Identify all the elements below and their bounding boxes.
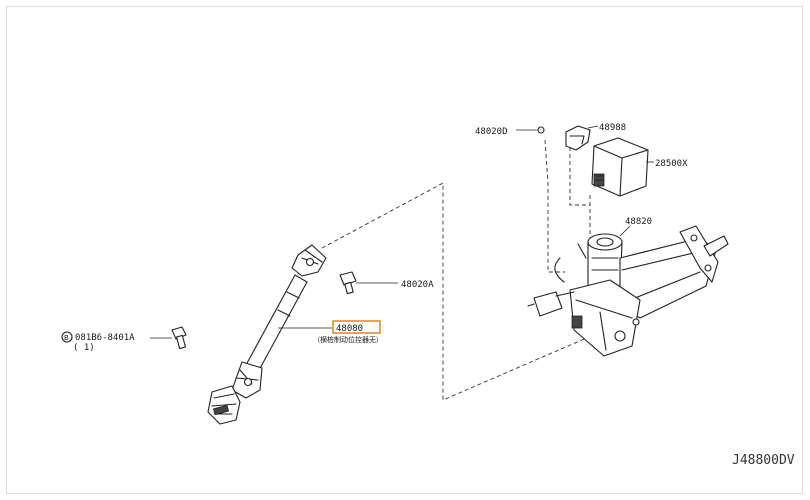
- diagram-code: J48800DV: [732, 453, 795, 468]
- connection-dashed-lines: [321, 139, 606, 401]
- label-48988: 48988: [599, 123, 626, 133]
- control-unit-28500x[interactable]: [591, 137, 654, 197]
- bracket-48988[interactable]: [565, 125, 599, 151]
- label-48020d: 48020D: [475, 127, 508, 137]
- bolt-circle-letter: B: [64, 334, 69, 342]
- label-48020a: 48020A: [401, 280, 434, 290]
- bolt-081b6-8401a[interactable]: [150, 326, 187, 350]
- highlight-48080: [332, 320, 381, 334]
- bolt-circle-icon: [61, 331, 73, 343]
- intermediate-shaft[interactable]: [207, 244, 327, 425]
- label-28500x: 28500X: [655, 159, 688, 169]
- label-48820: 48820: [625, 217, 652, 227]
- steering-column-48820[interactable]: [527, 225, 729, 357]
- bolt-48020a[interactable]: [339, 271, 398, 295]
- diagram-frame: [6, 6, 803, 494]
- label-bolt-qty: ( 1): [73, 343, 95, 353]
- label-48080-note: （横桩制动位控器无）: [313, 335, 383, 344]
- label-48080: 48080: [336, 324, 363, 334]
- bolt-callout: B 081B6-8401A ( 1): [61, 331, 135, 353]
- label-081b6-8401a: 081B6-8401A: [75, 333, 135, 343]
- nut-48020d[interactable]: [516, 126, 545, 134]
